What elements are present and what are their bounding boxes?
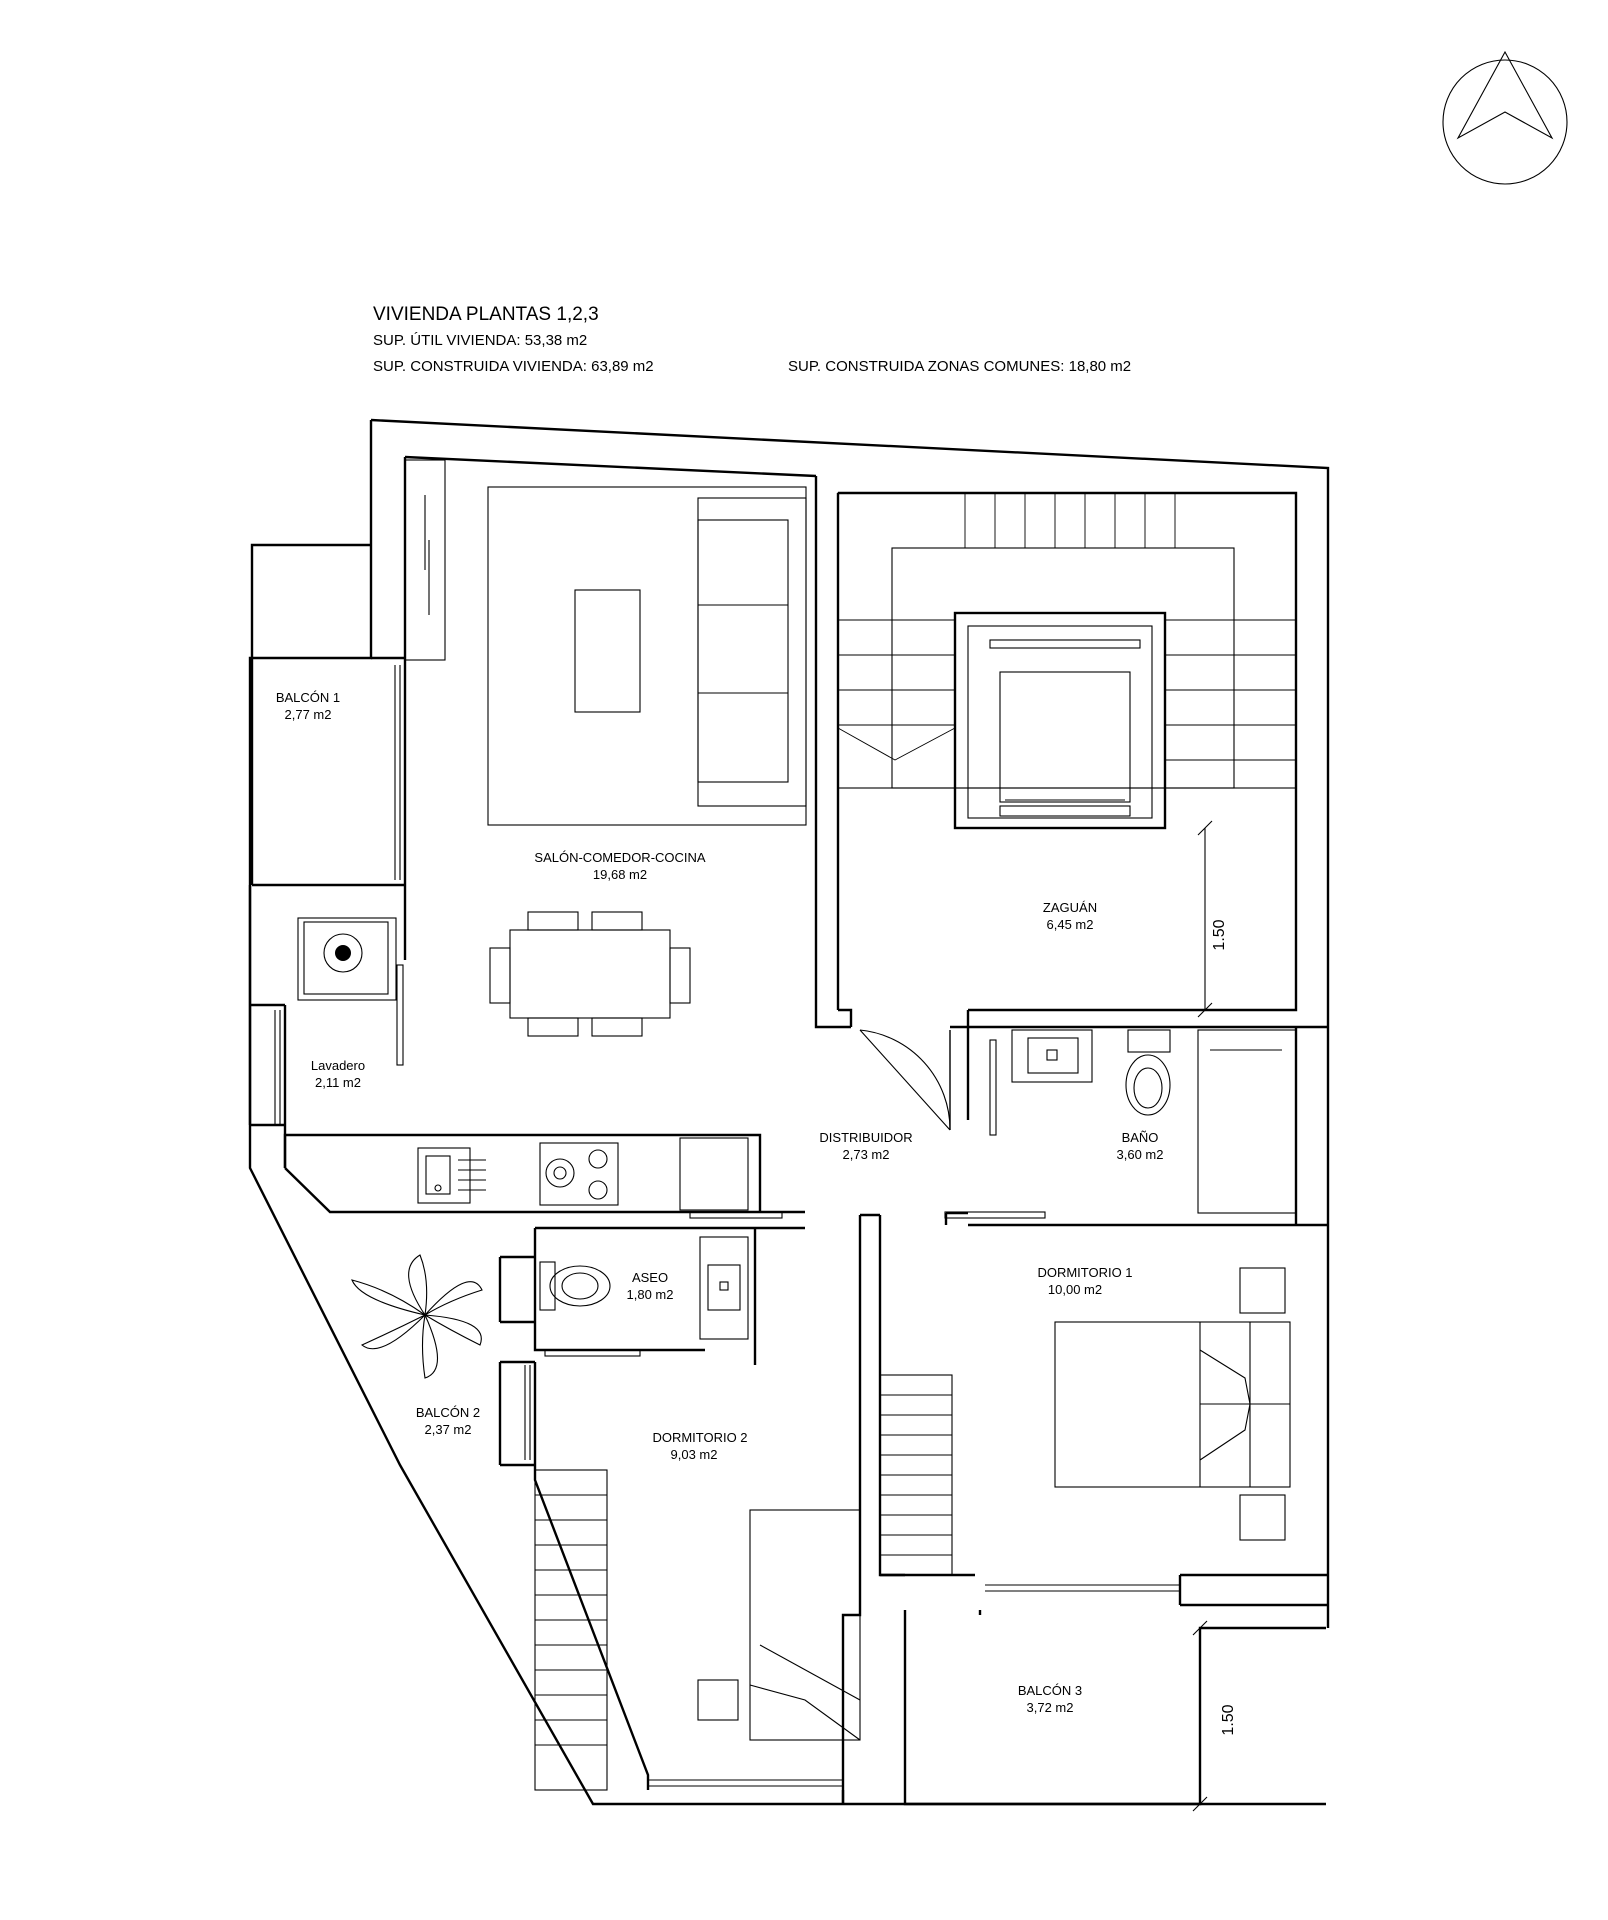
wardrobe-dormitorio-1: [879, 1374, 953, 1576]
plan-title: VIVIENDA PLANTAS 1,2,3: [373, 304, 599, 325]
lift-shaft: [953, 611, 1167, 830]
room-area-salon: 19,68 m2: [593, 867, 647, 882]
room-name-aseo: ASEO: [632, 1270, 668, 1285]
hatch-dormitorio-2: [535, 1494, 607, 1746]
staircase: [837, 492, 1297, 789]
built-area-label: SUP. CONSTRUIDA VIVIENDA: 63,89 m2: [373, 358, 654, 375]
common-area-label: SUP. CONSTRUIDA ZONAS COMUNES: 18,80 m2: [788, 358, 1131, 375]
room-area-balcon-2: 2,37 m2: [425, 1422, 472, 1437]
room-name-distribuidor: DISTRIBUIDOR: [819, 1130, 912, 1145]
wardrobe-dormitorio-2: [534, 1469, 608, 1791]
north-arrow-icon: [1442, 50, 1568, 185]
single-bed: [697, 1509, 861, 1741]
dimension-label-balcon-3: 1.50: [1220, 1704, 1237, 1735]
walls: [248, 418, 1330, 1806]
washing-machine: [297, 917, 397, 1001]
room-name-lavadero: Lavadero: [311, 1058, 365, 1073]
room-name-balcon-3: BALCÓN 3: [1018, 1683, 1082, 1698]
room-name-balcon-2: BALCÓN 2: [416, 1405, 480, 1420]
room-area-zaguan: 6,45 m2: [1047, 917, 1094, 932]
aseo-fixtures: [539, 1236, 749, 1340]
room-area-dormitorio-2: 9,03 m2: [671, 1447, 718, 1462]
room-name-bano: BAÑO: [1122, 1130, 1159, 1145]
sofa: [697, 497, 807, 807]
bathroom-fixtures: [1011, 1029, 1297, 1214]
windows: [274, 665, 1180, 1787]
room-area-dormitorio-1: 10,00 m2: [1048, 1282, 1102, 1297]
room-name-dormitorio-2: DORMITORIO 2: [652, 1430, 747, 1445]
kitchen-counter: [417, 1137, 749, 1211]
plant-icon: [351, 1254, 483, 1379]
room-name-balcon-1: BALCÓN 1: [276, 690, 340, 705]
room-area-aseo: 1,80 m2: [627, 1287, 674, 1302]
room-area-distribuidor: 2,73 m2: [843, 1147, 890, 1162]
room-area-lavadero: 2,11 m2: [315, 1075, 361, 1090]
double-bed: [1054, 1267, 1291, 1541]
room-area-balcon-3: 3,72 m2: [1027, 1700, 1074, 1715]
room-labels: BALCÓN 1 2,77 m2 SALÓN-COMEDOR-COCINA 19…: [276, 690, 1164, 1715]
living-rug: [487, 486, 807, 826]
plan-header: VIVIENDA PLANTAS 1,2,3 SUP. ÚTIL VIVIEND…: [373, 304, 1131, 375]
useful-area-label: SUP. ÚTIL VIVIENDA: 53,38 m2: [373, 332, 587, 349]
room-name-zaguan: ZAGUÁN: [1043, 900, 1097, 915]
dimension-zaguan: 1.50: [1197, 820, 1228, 1018]
room-area-bano: 3,60 m2: [1117, 1147, 1164, 1162]
wardrobe-entry: [404, 459, 446, 661]
dimension-balcon-3: 1.50: [1192, 1620, 1237, 1812]
room-area-balcon-1: 2,77 m2: [285, 707, 332, 722]
room-name-salon: SALÓN-COMEDOR-COCINA: [534, 850, 706, 865]
dining-table: [489, 911, 691, 1037]
doors: [396, 964, 1046, 1357]
room-name-dormitorio-1: DORMITORIO 1: [1037, 1265, 1132, 1280]
dimension-label-zaguan: 1.50: [1211, 919, 1228, 950]
